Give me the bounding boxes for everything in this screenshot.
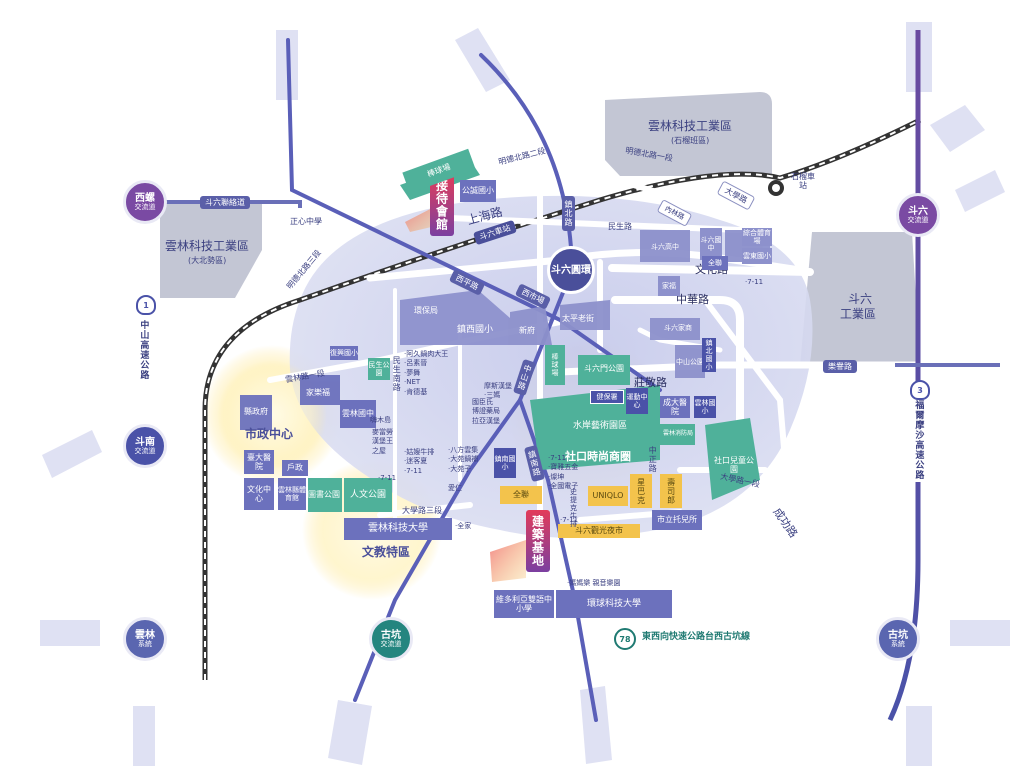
block-jiafu: 家福 [658,276,680,296]
block-shuian: 水岸藝術園區 [572,420,627,431]
road-daxue-3: 大學路三段 [402,506,442,515]
poi-wanye: 嗨木島 [370,416,391,424]
ylw-quanlian: 全聯 [500,486,542,504]
block-jianbao: 健保署 [590,390,624,404]
poi-quanjia: ‧全家 [455,522,472,530]
block-zhongshan-park: 中山公園 [676,357,704,366]
highway-south-label: 東西向快速公路台西古坑線 [640,632,753,643]
block-shekou-park: 社口兒童公園 [714,455,754,474]
block-shili-tuo: 市立托兒所 [652,510,702,530]
block-zhenxi: 鎮西國小 [456,324,493,335]
industrial-zone-east [800,232,920,366]
ylw-uniqlo: UNIQLO [588,486,628,506]
block-douliu-high: 斗六高中 [651,242,679,251]
ylw-sushi: 壽司郎 [660,474,682,508]
interchange-dounan[interactable]: 斗南 交流道 [123,424,167,468]
poi-seven-b: ‧7-11 [378,474,397,482]
interchange-gukeng[interactable]: 古坑 交流道 [369,617,413,661]
zone-title-north: 雲林科技工業區 [648,119,733,133]
block-gongcheng: 公誠國小 [460,180,496,202]
ylw-starbucks: 星巴克 [630,474,652,508]
block-yunlin-jr2: 雲林國中 [340,400,376,428]
highway-78-shield-icon: 78 [614,628,636,650]
block-county-gov: 縣政府 [244,407,268,417]
block-zhengxin: 正心中學 [290,208,322,236]
district-culture: 文教特區 [362,545,411,559]
zone-sub-east: 工業區 [840,307,877,321]
block-baseball2: 棒球場 [551,353,560,377]
block-zonghe: 綜合體育場 [742,228,772,246]
poi-wai: 麥當勞 漢堡王 之屋 [372,428,393,455]
road-douliu-link: 斗六聯絡道 [200,196,250,209]
block-fuxing: 復興國小 [330,346,358,360]
industrial-zone-north [605,92,772,176]
road-zhongzheng: 中正路 [648,446,658,473]
poi-seven-a: ‧7-11 [745,278,764,286]
poi-center-list: 摩斯漢堡 ‧三媽 [484,382,512,400]
block-yundong: 運動中心 [626,388,648,414]
road-zhonghua: 中華路 [676,293,709,306]
block-xinfu: 新府 [519,326,535,336]
poi-tang-list: ‧八方雲集 ‧大苑鍋補 ‧大苑子 [448,446,479,473]
block-zhennan-jr: 鎮南國小 [494,448,516,478]
interchange-gukeng-system[interactable]: 古坑 系統 [876,617,920,661]
block-renwen: 人文公園 [349,489,386,500]
poi-sup: 愛仁 [448,484,462,492]
zone-title-west: 雲林科技工業區 [165,239,250,253]
block-yuntech: 雲林科技大學 [344,518,452,540]
zone-blocks [240,230,770,430]
poi-mama: ‧媽媽樂 親音樂園 [567,579,621,587]
block-yunlin-gym: 雲林縣體育館 [278,478,306,510]
zone-sub-north: (石榴班區) [671,136,710,145]
interchange-yunlin-system[interactable]: 雲林 系統 [123,617,167,661]
block-douliu-park: 斗六門公園 [584,364,624,374]
district-civic: 市政中心 [245,427,294,441]
interchange-xiluo[interactable]: 西螺 交流道 [123,180,167,224]
edge-road-fades [40,22,1010,766]
highway-1-shield-icon: 1 [136,295,156,315]
interchange-douliu[interactable]: 斗六 交流道 [896,193,940,237]
block-yunlin-nat: 雲林國小 [694,396,716,418]
block-taida: 臺大醫院 [244,450,274,474]
road-taiping: 太平老街 [562,314,594,323]
poi-seven-c: ‧7-11 [560,516,579,524]
block-victoria: 維多利亞雙語中小學 [494,590,554,618]
poi-shiguang: 史提克牛排 [569,488,578,528]
block-yunlin-fire: 雲林消防局 [662,429,693,437]
block-chengda: 成大醫院 [660,396,690,418]
zone-title-east: 斗六 [848,292,873,306]
block-jiale: 家樂福 [306,388,330,398]
poi-center-list2: 國臣氏 博證藥局 拉亞漢堡 [472,398,500,425]
ylw-night-market: 斗六觀光夜市 [558,524,640,538]
poi-south-list: ‧7-11 ‧寶雅五金 ‧燦坤 ‧全國電子 [548,454,579,491]
block-douliu-home: 斗六家商 [664,323,692,332]
road-minsheng: 民生路 [608,222,632,231]
block-culture-center: 文化中心 [244,478,274,510]
sales-site[interactable]: 建築基地 [526,510,550,572]
block-hu: 戶政 [282,460,308,476]
block-quanlian-top: 全聯 [702,256,728,270]
roundabout-douliu[interactable]: 斗六圓環 [547,246,595,294]
block-yunlin-jr: 雲東國小 [742,248,772,264]
industrial-zone-west [160,200,262,298]
highway-3-shield-icon: 3 [910,380,930,400]
highway-east-label: 福爾摩沙高速公路 [913,398,924,482]
block-mingsheng-park: 民生公園 [368,360,390,377]
block-douliu-jr: 斗六國中 [700,228,722,260]
block-chengbei: 鎮北國小 [702,338,716,372]
district-commercial: 社口時尚商圈 [565,450,631,463]
block-huanbao: 環保局 [414,306,438,316]
road-lecui: 樂譽路 [823,360,857,373]
road-zhenbei: 鎮北路 [562,196,575,231]
block-tushu: 圖書公園 [308,490,340,500]
road-minsheng-south: 民生南路 [392,356,402,392]
zone-sub-west: (大北勢區) [188,256,227,265]
poi-west-list: ‧阿久鍋肉大王 ‧呂素晉 ‧夢舞 ‧NET ‧肯德基 [404,350,449,396]
poi-west2-list: ‧姑嫂牛排 ‧迷客夏 ‧7-11 [404,448,435,475]
block-huanqiu: 環球科技大學 [556,590,672,618]
road-zhuangjing: 莊敬路 [634,376,667,389]
highway-west-label: 中山高速公路 [138,318,149,382]
station-shiliu: 石榴車站 [791,172,815,191]
